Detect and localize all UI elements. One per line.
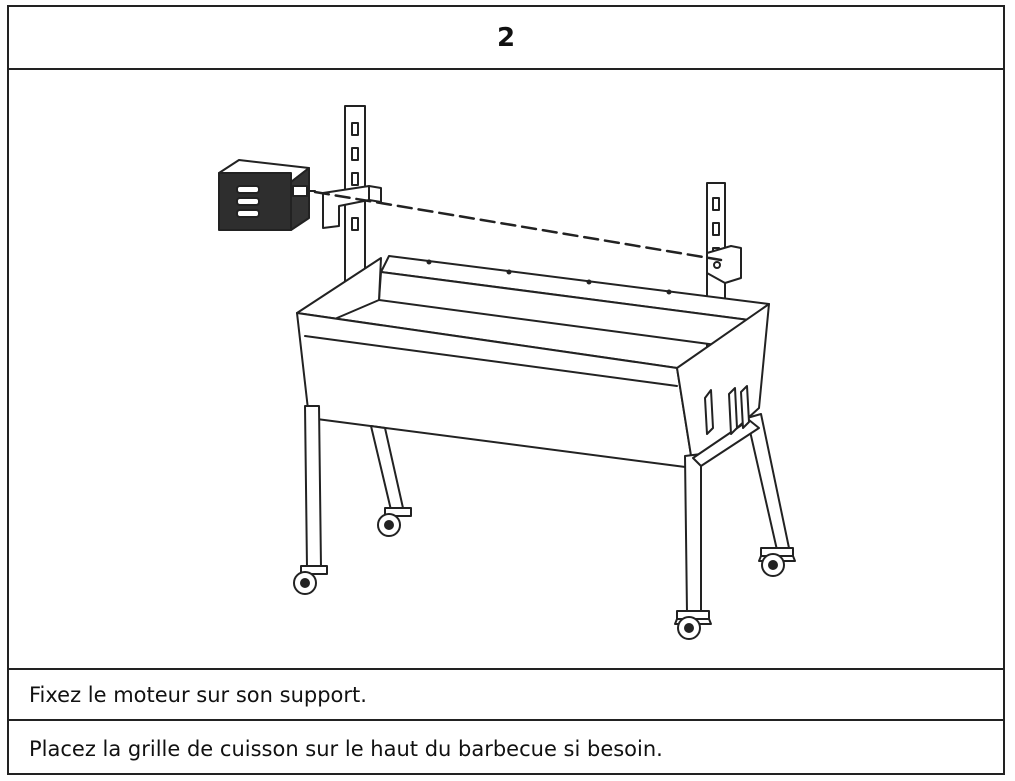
motor-icon — [218, 159, 316, 231]
instruction-line-1: Fixez le moteur sur son support. — [9, 670, 1003, 721]
support-post-icon — [322, 105, 382, 297]
barbecue-assembly-drawing — [218, 105, 796, 640]
caster-wheel-icon — [293, 507, 796, 640]
assembly-illustration — [9, 68, 1003, 670]
instruction-sheet: 2 — [7, 5, 1005, 775]
instruction-line-2: Placez la grille de cuisson sur le haut … — [29, 737, 663, 761]
step-number: 2 — [9, 7, 1003, 70]
barbecue-trough-icon — [296, 255, 770, 469]
spit-rod-icon — [313, 190, 723, 262]
